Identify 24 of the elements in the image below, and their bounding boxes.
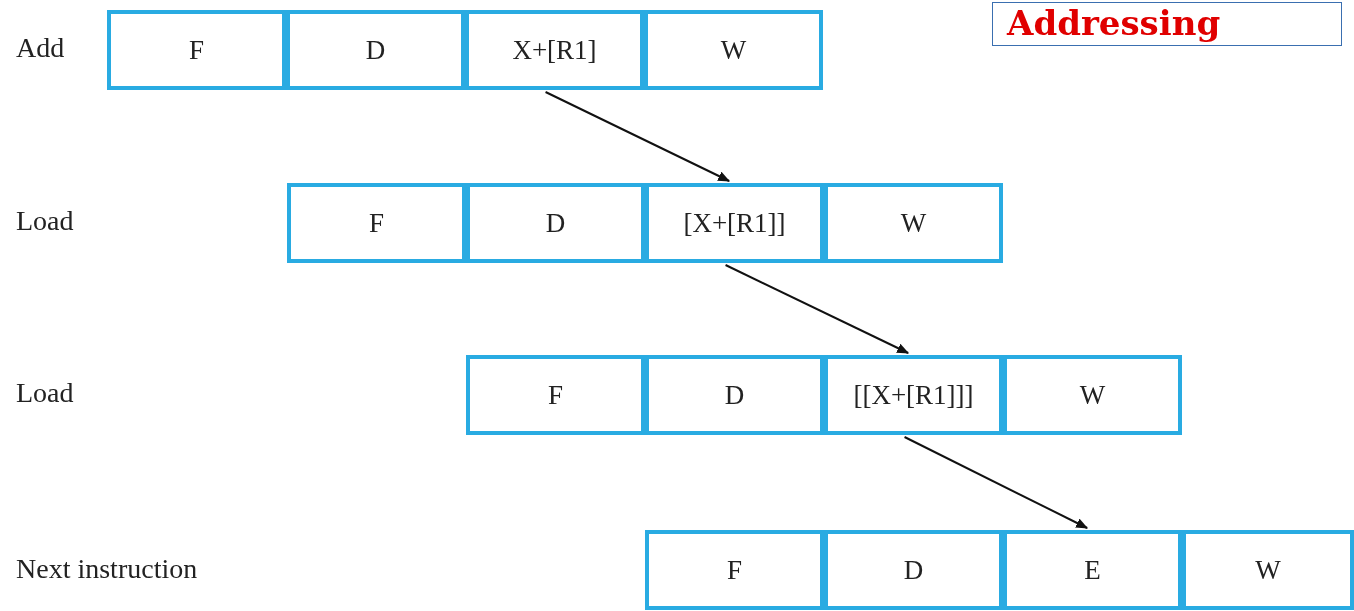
pipeline-stage-cell: X+[R1] — [465, 10, 644, 90]
pipeline-stage-cell: D — [286, 10, 465, 90]
instruction-label: Add — [16, 32, 65, 64]
title: Addressing — [992, 2, 1342, 46]
instruction-label: Load — [16, 205, 74, 237]
arrow — [724, 264, 910, 354]
pipeline-stage-cell: W — [824, 183, 1003, 263]
pipeline-stage-cell: D — [824, 530, 1003, 610]
pipeline-stage-cell: F — [466, 355, 645, 435]
pipeline-stage-cell: F — [287, 183, 466, 263]
pipeline-stage-cell: F — [107, 10, 286, 90]
instruction-label: Next instruction — [16, 553, 198, 585]
pipeline-stage-cell: [X+[R1]] — [645, 183, 824, 263]
pipeline-stage-cell: F — [645, 530, 824, 610]
pipeline-stage-cell: W — [644, 10, 823, 90]
arrow — [544, 91, 731, 182]
pipeline-stage-cell: E — [1003, 530, 1182, 610]
pipeline-stage-cell: W — [1182, 530, 1354, 610]
pipeline-stage-cell: [[X+[R1]]] — [824, 355, 1003, 435]
instruction-label: Load — [16, 377, 74, 409]
pipeline-stage-cell: D — [466, 183, 645, 263]
pipeline-stage-cell: D — [645, 355, 824, 435]
arrow — [903, 436, 1089, 529]
pipeline-stage-cell: W — [1003, 355, 1182, 435]
